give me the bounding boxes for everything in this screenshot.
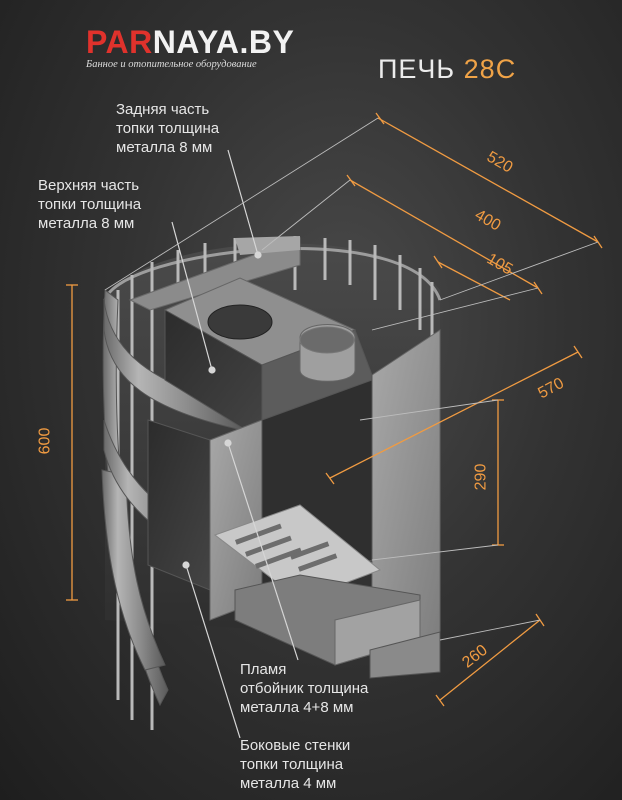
- dimension-600: 600: [36, 427, 54, 455]
- note-back-part: Задняя часть топки толщина металла 8 мм: [116, 100, 219, 157]
- note-line: металла 4+8 мм: [240, 699, 354, 716]
- chimney-hole: [207, 304, 273, 340]
- base-plate: [369, 631, 441, 679]
- note-line: металла 4 мм: [240, 775, 337, 792]
- note-line: топки толщина: [38, 196, 142, 213]
- extension-lines: [104, 117, 599, 641]
- firebox-front-left: [147, 419, 211, 591]
- note-line: топки толщина: [240, 756, 344, 773]
- note-line: отбойник толщина: [240, 680, 369, 697]
- note-side-walls: Боковые стенки топки толщина металла 4 м…: [240, 736, 350, 793]
- dimension-290: 290: [472, 463, 490, 491]
- note-line: Верхняя часть: [38, 177, 140, 194]
- note-top-part: Верхняя часть топки толщина металла 8 мм: [38, 176, 141, 233]
- note-line: металла 8 мм: [38, 215, 135, 232]
- title-prefix: ПЕЧЬ: [378, 54, 456, 84]
- logo-name: PARNAYA.BY: [86, 26, 294, 58]
- logo-name-red: PAR: [86, 24, 153, 60]
- note-line: топки толщина: [116, 120, 220, 137]
- note-flame-deflector: Пламя отбойник толщина металла 4+8 мм: [240, 660, 368, 717]
- logo-tagline: Банное и отопительное оборудование: [86, 59, 257, 70]
- leader-lines: [171, 149, 299, 739]
- note-line: Пламя: [240, 661, 287, 678]
- shell-lower-band: [101, 469, 166, 671]
- page-title: ПЕЧЬ 28С: [378, 54, 516, 85]
- note-line: Задняя часть: [116, 101, 210, 118]
- spigot-top: [299, 326, 355, 354]
- logo-name-white: NAYA.BY: [152, 24, 295, 60]
- dimension-lines: [66, 112, 603, 707]
- note-line: Боковые стенки: [240, 737, 351, 754]
- logo: PARNAYA.BY Банное и отопительное оборудо…: [86, 26, 294, 71]
- note-line: металла 8 мм: [116, 139, 213, 156]
- title-model: 28С: [463, 54, 517, 84]
